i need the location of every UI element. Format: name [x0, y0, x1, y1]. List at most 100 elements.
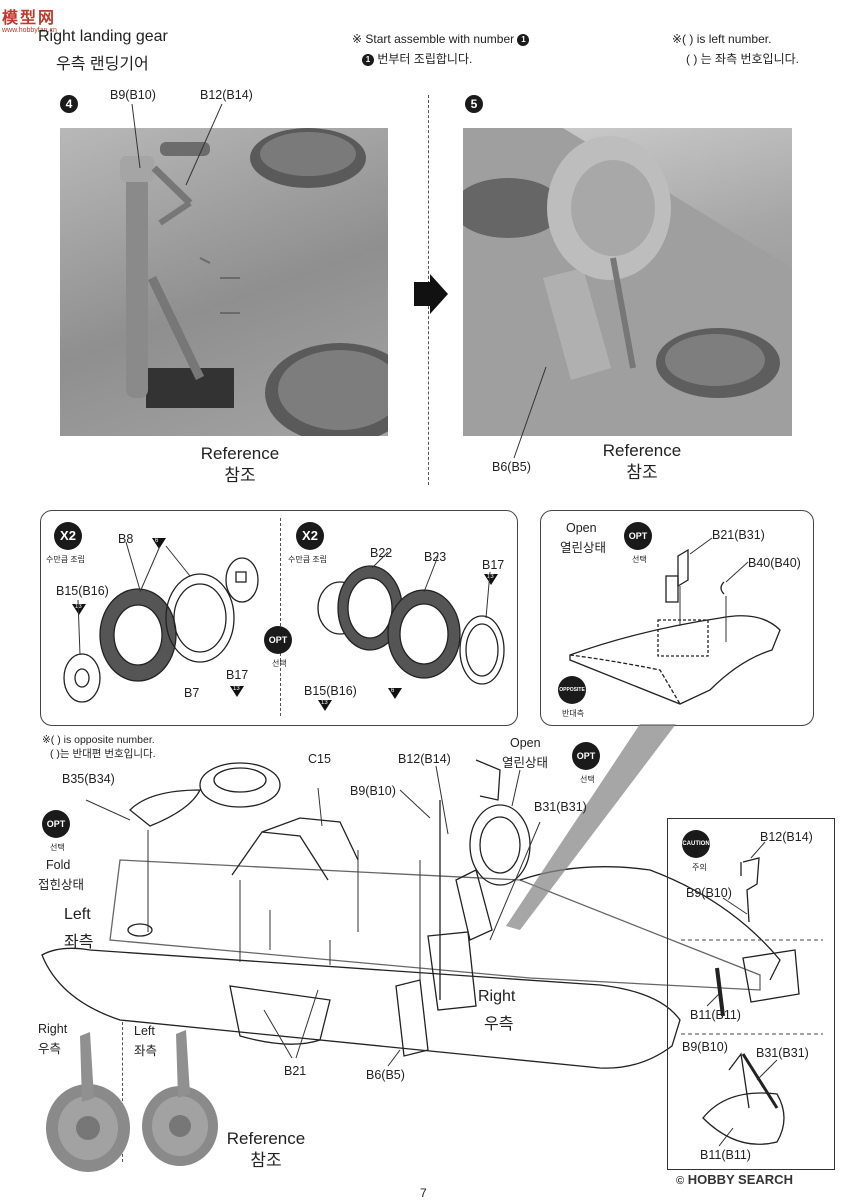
- step-5-number: 5: [465, 95, 483, 113]
- wheel-parts-drawing: [63, 541, 505, 703]
- start-number-icon-ko: 1: [362, 53, 374, 66]
- caution-drawing: [681, 841, 823, 1147]
- step4-reference-en: Reference: [200, 444, 280, 463]
- bay-open-ko: 열린상태: [560, 541, 607, 555]
- bay-door-drawing: [569, 537, 781, 705]
- caution-label-b9-b: B9(B10): [682, 1040, 728, 1054]
- step5-reference-en: Reference: [602, 441, 682, 460]
- site-logo-url: www.hobbyfan.cn: [2, 27, 57, 34]
- part-b23: B23: [424, 550, 447, 564]
- main-label-b9: B9(B10): [350, 784, 396, 798]
- part-b7: B7: [184, 686, 200, 700]
- fold-en: Fold: [46, 858, 71, 872]
- wheel-assembly-panel: [40, 510, 518, 726]
- main-right-en: Right: [478, 988, 516, 1005]
- arrow-right-icon: [414, 274, 448, 314]
- main-label-b21: B21: [284, 1064, 307, 1078]
- bay-part-b21: B21(B31): [712, 528, 765, 542]
- caution-badge: CAUTION: [682, 830, 710, 858]
- bottom-left-ko: 좌측: [134, 1044, 158, 1058]
- glue-triangle-6: 13: [318, 700, 332, 711]
- page-title-ko: 우측 랜딩기어: [56, 56, 149, 73]
- opt-badge-main-right: OPT: [572, 742, 600, 770]
- step-4-number: 4: [60, 95, 78, 113]
- part-b22: B22: [370, 546, 393, 560]
- copyright-icon: ©: [676, 1175, 685, 1187]
- opt-badge-bay: OPT: [624, 522, 652, 550]
- site-logo-text: 模型网: [2, 10, 57, 27]
- bottom-reference-photos: [46, 1030, 218, 1172]
- x2-badge-left-caption: 수만큼 조립: [46, 555, 86, 564]
- caution-label-b11-a: B11(B11): [690, 1008, 741, 1022]
- glue-triangle-4: 13: [484, 574, 498, 585]
- watermark-text: HOBBY SEARCH: [687, 1172, 793, 1187]
- fold-ko: 접힌상태: [38, 878, 85, 892]
- caution-label-b12: B12(B14): [760, 830, 813, 844]
- part-b8: B8: [118, 532, 134, 546]
- opt-badge-main-right-caption: 선택: [580, 775, 595, 784]
- caution-label-b11-b: B11(B11): [700, 1148, 751, 1162]
- page-title-en: Right landing gear: [38, 28, 168, 45]
- opt-badge-bay-caption: 선택: [632, 555, 647, 564]
- x2-badge-left: X2: [54, 522, 82, 550]
- page-number: 7: [420, 1186, 427, 1200]
- x2-badge-right-caption: 수만큼 조립: [288, 555, 328, 564]
- opt-badge-wheel-caption: 선택: [272, 659, 287, 668]
- glue-triangle-3: 13: [230, 686, 244, 697]
- main-label-b12: B12(B14): [398, 752, 451, 766]
- main-label-b6: B6(B5): [366, 1068, 405, 1082]
- site-logo: 模型网 www.hobbyfan.cn: [2, 4, 72, 34]
- bottom-left-en: Left: [134, 1024, 155, 1038]
- part-b17-right: B17: [482, 558, 505, 572]
- main-left-en: Left: [64, 906, 91, 923]
- part-b15-right: B15(B16): [304, 684, 357, 698]
- opposite-note-en: ※( ) is opposite number.: [42, 734, 155, 746]
- assembly-note-ko: 1 번부터 조립합니다.: [362, 50, 472, 67]
- opposite-badge: OPPOSITE: [558, 676, 586, 704]
- step4-photo: [60, 128, 388, 436]
- glue-triangle-1: 6: [152, 538, 166, 549]
- opposite-note-ko: ( )는 반대편 번호입니다.: [50, 748, 156, 760]
- step5-reference: Reference 참조: [552, 440, 732, 484]
- start-number-icon: 1: [517, 33, 530, 46]
- opt-badge-wheel: OPT: [264, 626, 292, 654]
- main-right-ko: 우측: [484, 1016, 514, 1033]
- watermark: © HOBBY SEARCH: [676, 1172, 793, 1187]
- step4-label-b12: B12(B14): [200, 88, 253, 102]
- step5-label-b6: B6(B5): [492, 460, 531, 474]
- caution-label-b31: B31(B31): [756, 1046, 809, 1060]
- bottom-photo-divider: [122, 1022, 123, 1162]
- opposite-number-note: ※( ) is opposite number. ( )는 반대편 번호입니다.: [42, 734, 156, 761]
- opt-badge-main-left: OPT: [42, 810, 70, 838]
- step4-label-b9: B9(B10): [110, 88, 156, 102]
- bay-open-en: Open: [566, 521, 597, 535]
- bottom-right-en: Right: [38, 1022, 68, 1036]
- bottom-reference-en: Reference: [226, 1129, 306, 1148]
- bottom-right-ko: 우측: [38, 1042, 62, 1056]
- bay-door-panel: [540, 510, 814, 726]
- step4-reference: Reference 참조: [150, 443, 330, 487]
- caution-badge-caption: 주의: [692, 863, 707, 872]
- assembly-note-ko-text: 번부터 조립합니다.: [377, 52, 473, 66]
- main-open-en: Open: [510, 736, 541, 750]
- main-left-ko: 좌측: [64, 934, 94, 951]
- assembly-note-en: ※ Start assemble with number 1: [352, 32, 530, 46]
- main-label-b35: B35(B34): [62, 772, 115, 786]
- main-label-b31: B31(B31): [534, 800, 587, 814]
- part-b15-left: B15(B16): [56, 584, 109, 598]
- caution-label-b9-a: B9(B10): [686, 886, 732, 900]
- caution-box: [667, 818, 835, 1170]
- bottom-reference: Reference 참조: [176, 1128, 356, 1172]
- opposite-badge-caption: 반대측: [562, 709, 585, 718]
- glue-triangle-5: 6: [388, 688, 402, 699]
- part-b17-left: B17: [226, 668, 249, 682]
- left-number-note-en: ※( ) is left number.: [672, 32, 772, 46]
- left-number-note-ko: ( ) 는 좌측 번호입니다.: [686, 52, 799, 66]
- step4-photo-drawing: [120, 128, 388, 436]
- main-label-c15: C15: [308, 752, 331, 766]
- step5-reference-ko: 참조: [626, 463, 658, 482]
- x2-badge-right: X2: [296, 522, 324, 550]
- step5-photo: [463, 128, 792, 436]
- main-open-ko: 열린상태: [502, 756, 549, 770]
